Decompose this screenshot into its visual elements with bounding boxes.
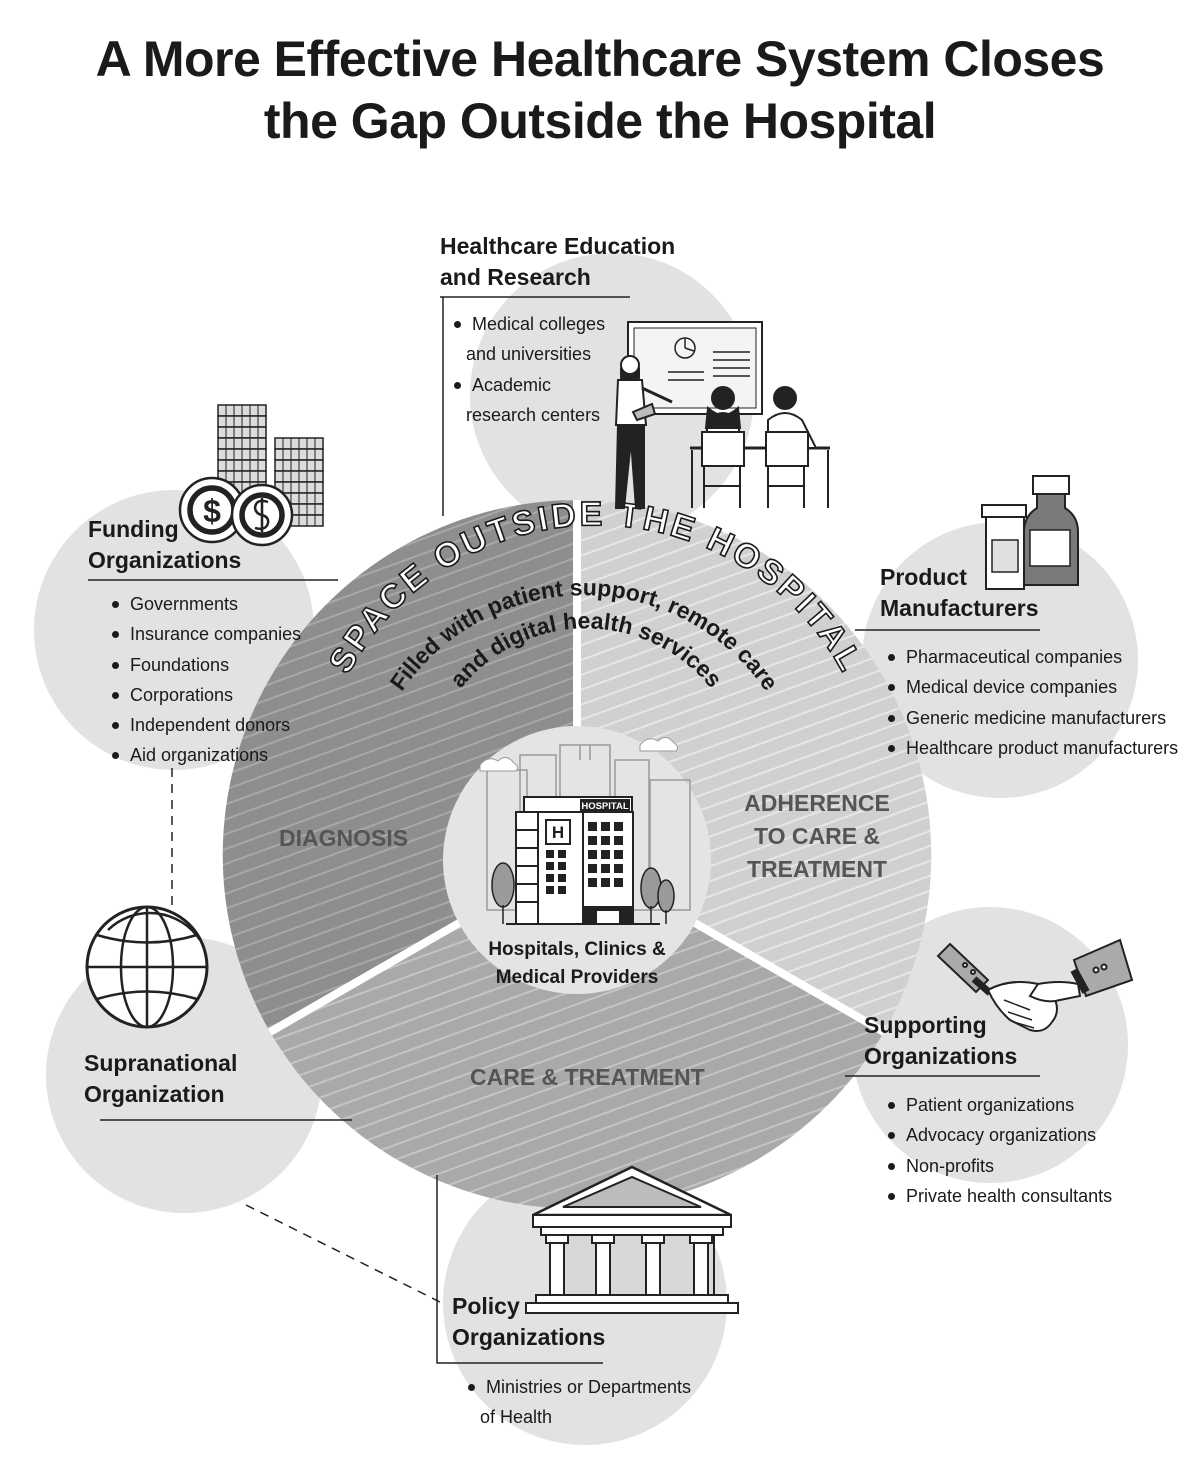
hospital-icon: H HOSPITAL <box>479 737 691 925</box>
list-item: Governments <box>110 589 301 619</box>
supranational-title-line-2: Organization <box>84 1081 225 1107</box>
title-line-1: A More Effective Healthcare System Close… <box>95 31 1105 87</box>
coins-icon: $ <box>178 404 324 547</box>
adherence-line-2: TO CARE & <box>753 823 881 849</box>
list-item: Foundations <box>110 650 301 680</box>
hospital-building-letter: H <box>552 823 564 842</box>
list-item: Generic medicine manufacturers <box>886 703 1178 733</box>
center-label-line-1: Hospitals, Clinics & <box>488 939 666 960</box>
funding-list: Governments Insurance companies Foundati… <box>110 589 301 771</box>
education-title-line-2: and Research <box>440 264 591 290</box>
product-title: Product Manufacturers <box>880 562 1038 624</box>
list-item: Patient organizations <box>886 1090 1112 1120</box>
supporting-title-line-1: Supporting <box>864 1012 987 1038</box>
segment-label-diagnosis: DIAGNOSIS <box>279 825 409 851</box>
supranational-title-line-1: Supranational <box>84 1050 238 1076</box>
education-title: Healthcare Education and Research <box>440 231 675 293</box>
list-item-continued: of Health <box>480 1407 553 1428</box>
funding-circle <box>34 490 314 770</box>
list-item: Insurance companies <box>110 619 301 649</box>
list-item: Healthcare product manufacturers <box>886 733 1178 763</box>
policy-list: Ministries or Departments of Health <box>466 1372 691 1433</box>
list-item: Aid organizations <box>110 740 301 770</box>
list-item: Advocacy organizations <box>886 1120 1112 1150</box>
list-item: Academic <box>452 370 605 400</box>
list-item-continued: research centers <box>466 404 601 425</box>
globe-icon <box>85 905 209 1029</box>
segment-label-adherence: ADHERENCE TO CARE & TREATMENT <box>742 787 892 886</box>
segment-label-care-treatment: CARE & TREATMENT <box>470 1064 705 1090</box>
funding-title-line-2: Organizations <box>88 547 242 573</box>
funding-title: Funding Organizations <box>88 514 241 576</box>
education-title-line-1: Healthcare Education <box>440 233 676 259</box>
list-item: Pharmaceutical companies <box>886 642 1178 672</box>
care-treatment-segment <box>270 855 884 1209</box>
list-item: Medical colleges <box>452 309 605 339</box>
product-circle <box>862 522 1138 798</box>
list-item: Independent donors <box>110 710 301 740</box>
policy-title: Policy Organizations <box>452 1291 605 1353</box>
classroom-icon <box>614 321 830 509</box>
page-title: A More Effective Healthcare System Close… <box>0 28 1200 152</box>
list-item-continued: and universities <box>466 344 592 365</box>
supporting-list: Patient organizations Advocacy organizat… <box>886 1090 1112 1211</box>
list-item: Non-profits <box>886 1151 1112 1181</box>
supranational-title: Supranational Organization <box>84 1048 237 1110</box>
government-building-icon <box>525 1165 739 1314</box>
list-item: Private health consultants <box>886 1181 1112 1211</box>
hospital-sign: HOSPITAL <box>581 801 629 812</box>
list-item: Ministries or Departments <box>466 1372 691 1402</box>
adherence-line-1: ADHERENCE <box>744 790 890 816</box>
supporting-circle <box>852 907 1128 1183</box>
title-line-2: the Gap Outside the Hospital <box>263 93 937 149</box>
connector-lines <box>88 296 1040 1364</box>
product-list: Pharmaceutical companies Medical device … <box>886 642 1178 763</box>
funding-title-line-1: Funding <box>88 516 179 542</box>
education-list: Medical colleges and universities Academ… <box>452 309 605 430</box>
product-title-line-2: Manufacturers <box>880 595 1039 621</box>
coin-symbol: $ <box>203 493 221 529</box>
policy-title-line-1: Policy <box>452 1293 520 1319</box>
center-label: Hospitals, Clinics & Medical Providers <box>477 936 677 992</box>
supporting-title-line-2: Organizations <box>864 1043 1018 1069</box>
handshake-icon <box>936 938 1134 1032</box>
list-item: Corporations <box>110 680 301 710</box>
policy-title-line-2: Organizations <box>452 1324 606 1350</box>
center-label-line-2: Medical Providers <box>495 967 659 988</box>
list-item: Medical device companies <box>886 672 1178 702</box>
adherence-line-3: TREATMENT <box>746 856 888 882</box>
product-title-line-1: Product <box>880 564 967 590</box>
medicine-bottles-icon <box>981 475 1079 590</box>
supporting-title: Supporting Organizations <box>864 1010 1017 1072</box>
